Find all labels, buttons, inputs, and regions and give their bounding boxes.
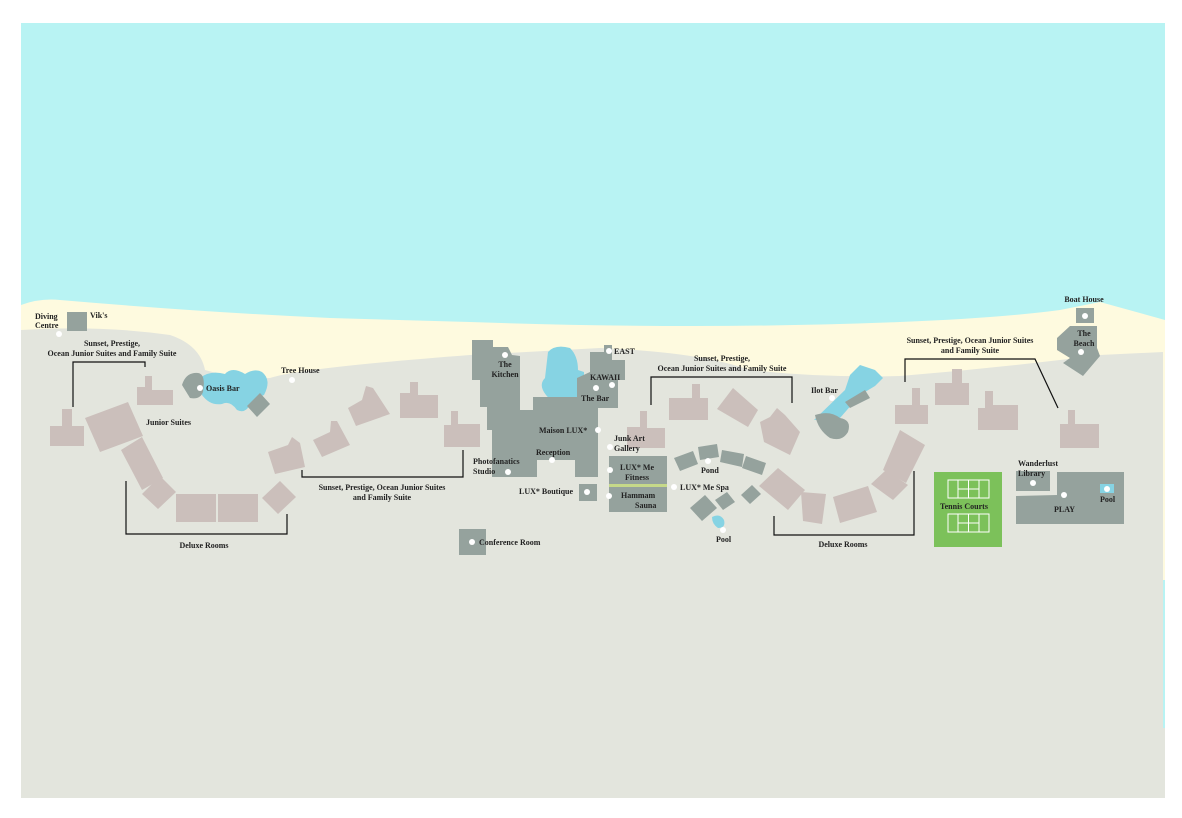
location-markers <box>56 313 1110 545</box>
label-suites-southwest: Sunset, Prestige, Ocean Junior Suites <box>319 483 446 492</box>
label-deluxe-west: Deluxe Rooms <box>179 541 228 550</box>
label-lux-me-fitness-2: Fitness <box>625 473 649 482</box>
spa-huts <box>674 444 766 528</box>
rooms-center <box>627 384 925 524</box>
viks-building <box>67 312 87 331</box>
label-library: Library <box>1018 469 1045 478</box>
label-conference-room[interactable]: Conference Room <box>479 538 541 547</box>
label-maison-lux[interactable]: Maison LUX* <box>539 426 587 435</box>
label-the-beach-2: Beach <box>1074 339 1095 348</box>
ilot-deck <box>845 390 870 408</box>
label-photofanatics[interactable]: Photofanatics <box>473 457 520 466</box>
oasis-pool <box>200 370 268 412</box>
rooms-east <box>895 369 1099 448</box>
label-kitchen[interactable]: The <box>498 360 512 369</box>
label-tennis-courts[interactable]: Tennis Courts <box>940 502 988 511</box>
spa-divider <box>609 484 667 487</box>
ilot-bar-building <box>815 413 849 440</box>
label-boat-house[interactable]: Boat House <box>1064 295 1104 304</box>
label-the-bar[interactable]: The Bar <box>581 394 610 403</box>
ilot-lagoon <box>814 365 883 420</box>
label-junk-art-2: Gallery <box>614 444 640 453</box>
label-east[interactable]: EAST <box>614 347 636 356</box>
label-suites-west: Sunset, Prestige, <box>84 339 140 348</box>
label-lux-me-spa[interactable]: LUX* Me Spa <box>680 483 729 492</box>
label-suites-center: Sunset, Prestige, <box>694 354 750 363</box>
label-kawaii[interactable]: KAWAII <box>590 373 620 382</box>
label-suites-southwest-2: and Family Suite <box>353 493 412 502</box>
label-suites-west-2: Ocean Junior Suites and Family Suite <box>48 349 177 358</box>
label-suites-east: Sunset, Prestige, Ocean Junior Suites <box>907 336 1034 345</box>
label-lux-boutique[interactable]: LUX* Boutique <box>519 487 573 496</box>
label-diving-centre-2: Centre <box>35 321 59 330</box>
rooms-west <box>50 376 480 522</box>
brackets <box>72 358 1059 536</box>
label-sauna: Sauna <box>635 501 656 510</box>
oasis-bar-building <box>182 372 204 399</box>
label-junior-suites: Junior Suites <box>146 418 191 427</box>
label-kitchen-2: Kitchen <box>491 370 519 379</box>
label-photofanatics-2: Studio <box>473 467 495 476</box>
label-reception[interactable]: Reception <box>536 448 571 457</box>
label-suites-east-2: and Family Suite <box>941 346 1000 355</box>
label-diving-centre[interactable]: Diving <box>35 312 58 321</box>
oasis-deck <box>247 393 270 417</box>
central-lagoon <box>541 346 584 408</box>
label-pool-east[interactable]: Pool <box>1100 495 1116 504</box>
label-suites-center-2: Ocean Junior Suites and Family Suite <box>658 364 787 373</box>
main-building <box>472 340 625 477</box>
label-lux-me-fitness[interactable]: LUX* Me <box>620 463 654 472</box>
play-building <box>1016 472 1124 524</box>
label-the-beach[interactable]: The <box>1077 329 1091 338</box>
label-tree-house[interactable]: Tree House <box>281 366 320 375</box>
label-wanderlust[interactable]: Wanderlust <box>1018 459 1058 468</box>
label-play[interactable]: PLAY <box>1054 505 1075 514</box>
land <box>21 328 1165 798</box>
map-labels: Diving Centre Vik's Sunset, Prestige, Oc… <box>35 295 1116 550</box>
label-pool-center[interactable]: Pool <box>716 535 732 544</box>
label-hammam[interactable]: Hammam <box>621 491 656 500</box>
label-ilot-bar[interactable]: Ilot Bar <box>811 386 838 395</box>
label-oasis-bar[interactable]: Oasis Bar <box>206 384 240 393</box>
label-junk-art[interactable]: Junk Art <box>614 434 645 443</box>
label-viks[interactable]: Vik's <box>90 311 108 320</box>
tennis-courts <box>934 472 1002 547</box>
label-deluxe-east: Deluxe Rooms <box>818 540 867 549</box>
label-pond[interactable]: Pond <box>701 466 719 475</box>
